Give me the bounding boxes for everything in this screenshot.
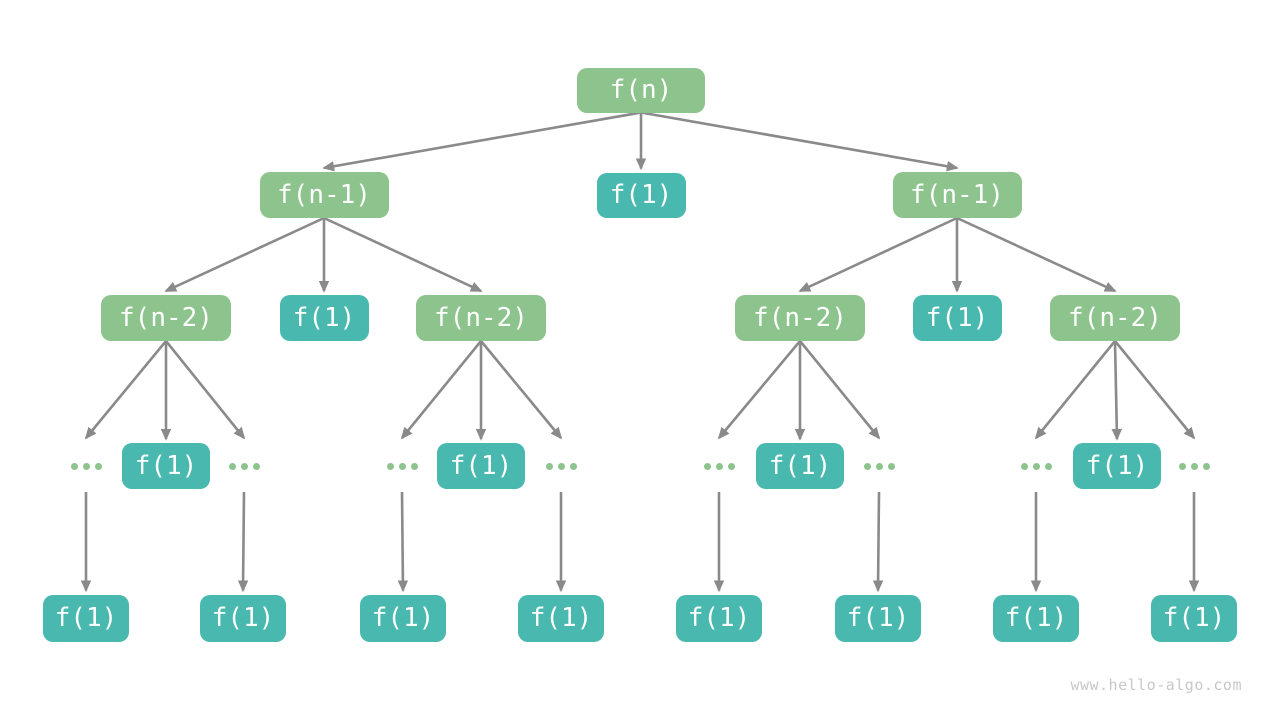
edge-root-l2-1 — [322, 111, 642, 172]
ellipsis-dot — [1190, 462, 1198, 470]
edge-l2-1-l3-1 — [164, 216, 325, 293]
ellipsis-dot — [410, 462, 418, 470]
edge-l4-4-l5-3 — [397, 491, 409, 593]
edge-l3-3-l4-6 — [479, 340, 563, 440]
tree-node-l2-1: f(n-1) — [259, 172, 389, 218]
tree-node-root: f(n) — [577, 67, 705, 113]
tree-node-l4-8: f(1) — [756, 443, 844, 489]
tree-node-l5-6: f(1) — [835, 594, 921, 642]
edge-l3-4-l4-7 — [717, 340, 801, 440]
tree-node-l3-6: f(n-2) — [1050, 295, 1180, 341]
ellipsis-dot — [557, 462, 565, 470]
ellipsis-dot — [70, 462, 78, 470]
ellipsis-dot — [545, 462, 553, 470]
tree-node-l5-7: f(1) — [993, 594, 1079, 642]
ellipsis-node-l4-6 — [541, 444, 581, 488]
ellipsis-node-l4-9 — [859, 444, 899, 488]
ellipsis-dot — [386, 462, 394, 470]
tree-node-l2-2: f(1) — [596, 172, 686, 218]
ellipsis-node-l4-7 — [699, 444, 739, 488]
ellipsis-dot — [1202, 462, 1210, 470]
ellipsis-dot — [1032, 462, 1040, 470]
edge-l3-6-l4-10 — [1034, 340, 1117, 440]
ellipsis-node-l4-3 — [224, 444, 264, 488]
tree-node-l5-4: f(1) — [518, 594, 604, 642]
tree-node-l2-3: f(n-1) — [892, 172, 1022, 218]
ellipsis-dot — [252, 462, 260, 470]
tree-node-l3-3: f(n-2) — [416, 295, 546, 341]
edge-l4-3-l5-2 — [237, 491, 249, 593]
ellipsis-dot — [94, 462, 102, 470]
tree-node-l3-5: f(1) — [912, 295, 1002, 341]
ellipsis-dot — [863, 462, 871, 470]
ellipsis-dot — [887, 462, 895, 470]
ellipsis-dot — [228, 462, 236, 470]
ellipsis-dot — [715, 462, 723, 470]
edge-l2-3-l3-4 — [798, 216, 958, 293]
tree-node-l4-2: f(1) — [122, 443, 210, 489]
edge-l3-1-l4-1 — [84, 340, 168, 440]
edge-l3-1-l4-3 — [164, 340, 246, 440]
ellipsis-dot — [727, 462, 735, 470]
ellipsis-node-l4-12 — [1174, 444, 1214, 488]
tree-node-l5-2: f(1) — [200, 594, 286, 642]
tree-node-l3-2: f(1) — [279, 295, 369, 341]
edge-l3-6-l4-12 — [1113, 340, 1196, 440]
edge-l3-4-l4-9 — [798, 340, 881, 440]
edge-l4-9-l5-6 — [872, 491, 884, 593]
edge-l2-3-l3-6 — [956, 216, 1117, 293]
ellipsis-dot — [1178, 462, 1186, 470]
ellipsis-dot — [875, 462, 883, 470]
ellipsis-node-l4-10 — [1016, 444, 1056, 488]
ellipsis-dot — [398, 462, 406, 470]
tree-node-l5-3: f(1) — [360, 594, 446, 642]
ellipsis-dot — [1044, 462, 1052, 470]
ellipsis-dot — [82, 462, 90, 470]
edge-l3-3-l4-4 — [400, 340, 483, 440]
ellipsis-dot — [1020, 462, 1028, 470]
edge-lines — [80, 111, 1200, 593]
edge-l2-1-l3-3 — [323, 216, 483, 293]
ellipsis-node-l4-1 — [66, 444, 106, 488]
watermark: www.hello-algo.com — [1070, 676, 1242, 694]
tree-node-l5-1: f(1) — [43, 594, 129, 642]
ellipsis-dot — [240, 462, 248, 470]
tree-node-l5-8: f(1) — [1151, 594, 1237, 642]
tree-node-l4-11: f(1) — [1073, 443, 1161, 489]
ellipsis-dot — [703, 462, 711, 470]
tree-node-l5-5: f(1) — [676, 594, 762, 642]
tree-node-l3-1: f(n-2) — [101, 295, 231, 341]
ellipsis-node-l4-4 — [382, 444, 422, 488]
edge-root-l2-3 — [640, 111, 959, 172]
tree-node-l4-5: f(1) — [437, 443, 525, 489]
tree-node-l3-4: f(n-2) — [735, 295, 865, 341]
ellipsis-dot — [569, 462, 577, 470]
edge-l3-6-l4-11 — [1111, 340, 1123, 441]
